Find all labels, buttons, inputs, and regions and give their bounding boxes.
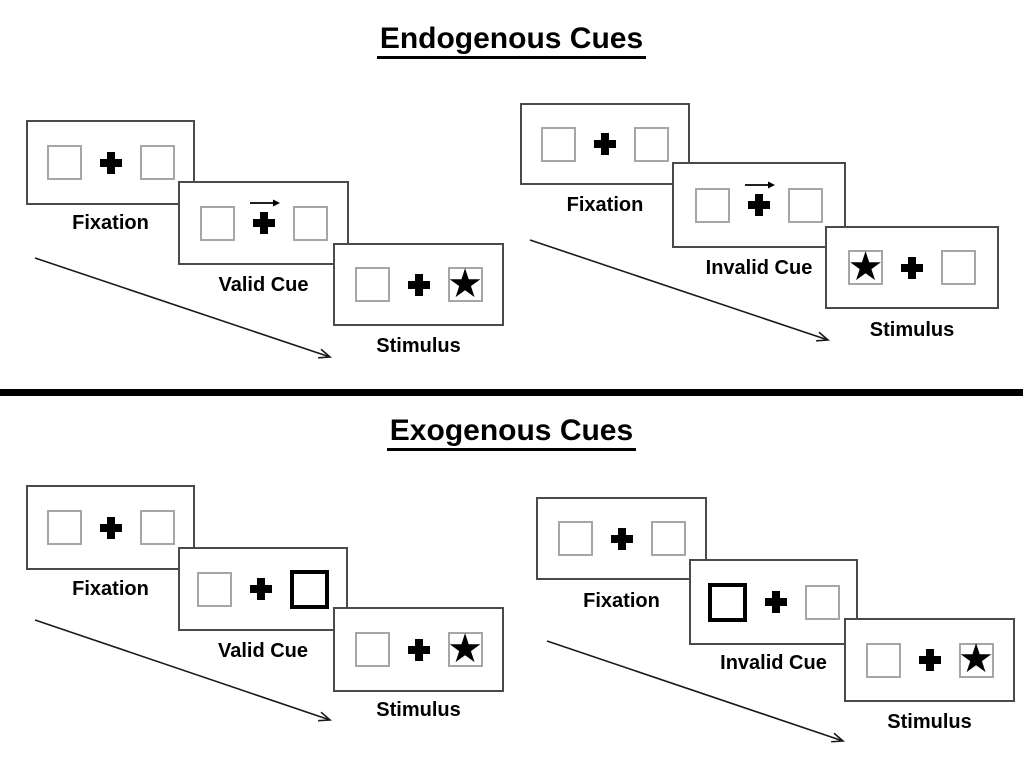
plus-icon bbox=[99, 151, 122, 174]
invalid-cue-label: Invalid Cue bbox=[705, 257, 813, 279]
right-box-with-star: ★ bbox=[447, 260, 483, 307]
left-box-highlighted-cue bbox=[707, 582, 747, 622]
fixation-cross-icon bbox=[594, 133, 616, 155]
plus-icon bbox=[748, 194, 770, 216]
stimulus-label: Stimulus bbox=[376, 335, 461, 357]
fixation-cross-icon bbox=[250, 578, 272, 600]
right-box-with-star: ★ bbox=[447, 625, 483, 672]
plus-icon bbox=[250, 578, 272, 600]
fixation-panel bbox=[26, 485, 195, 570]
fixation-panel bbox=[26, 120, 195, 205]
star-target-icon: ★ bbox=[447, 260, 483, 307]
right-box bbox=[139, 510, 175, 545]
left-box-with-star: ★ bbox=[847, 243, 884, 290]
fixation-panel bbox=[536, 497, 707, 580]
section-divider bbox=[0, 389, 1023, 396]
plus-icon bbox=[99, 516, 122, 539]
left-box bbox=[865, 642, 901, 678]
invalid-cue-label: Invalid Cue bbox=[720, 652, 827, 674]
cue-arrow-right-icon bbox=[249, 199, 280, 207]
valid-cue-panel bbox=[178, 181, 349, 265]
progression-arrow-endogenous-invalid bbox=[529, 239, 831, 342]
fixation-cross-icon bbox=[99, 151, 122, 174]
plus-icon bbox=[764, 591, 787, 613]
star-target-icon: ★ bbox=[847, 243, 884, 290]
fixation-cross-icon bbox=[99, 516, 122, 539]
left-box bbox=[46, 145, 82, 180]
left-box bbox=[197, 571, 232, 607]
stimulus-panel: ★ bbox=[825, 226, 999, 309]
stimulus-label: Stimulus bbox=[376, 699, 461, 721]
right-box bbox=[292, 205, 328, 241]
plus-icon bbox=[594, 133, 616, 155]
plus-icon bbox=[407, 638, 430, 661]
fixation-label: Fixation bbox=[72, 212, 149, 234]
right-box bbox=[139, 145, 175, 180]
invalid-cue-panel bbox=[689, 559, 858, 645]
stimulus-panel: ★ bbox=[333, 607, 504, 692]
invalid-cue-panel bbox=[672, 162, 846, 248]
exogenous-section-title: Exogenous Cues bbox=[0, 414, 1023, 451]
left-box bbox=[695, 187, 730, 223]
progression-arrow-exogenous-valid bbox=[34, 619, 333, 722]
fixation-label: Fixation bbox=[72, 578, 149, 600]
right-box-highlighted-cue bbox=[290, 569, 329, 609]
plus-icon bbox=[901, 256, 923, 279]
plus-icon bbox=[252, 212, 275, 234]
stimulus-label: Stimulus bbox=[869, 319, 955, 341]
right-box bbox=[804, 584, 840, 620]
right-box-with-star: ★ bbox=[958, 639, 994, 679]
fixation-cross-icon bbox=[764, 591, 787, 613]
exogenous-title-text: Exogenous Cues bbox=[386, 414, 637, 451]
valid-cue-label: Valid Cue bbox=[217, 640, 309, 662]
left-box bbox=[541, 126, 576, 162]
right-box bbox=[788, 187, 823, 223]
stimulus-panel: ★ bbox=[844, 618, 1015, 702]
endogenous-title-text: Endogenous Cues bbox=[376, 22, 647, 59]
fixation-label: Fixation bbox=[583, 590, 660, 612]
star-target-icon: ★ bbox=[447, 625, 483, 672]
valid-cue-label: Valid Cue bbox=[218, 274, 309, 296]
valid-cue-panel bbox=[178, 547, 348, 631]
left-box bbox=[46, 510, 82, 545]
right-box bbox=[634, 126, 669, 162]
cue-arrow-right-icon bbox=[745, 181, 775, 189]
plus-icon bbox=[610, 527, 633, 550]
endogenous-section-title: Endogenous Cues bbox=[0, 22, 1023, 59]
stimulus-panel: ★ bbox=[333, 243, 504, 326]
right-box bbox=[941, 250, 976, 285]
star-target-icon: ★ bbox=[958, 636, 994, 682]
left-box bbox=[354, 632, 390, 667]
fixation-cross-icon bbox=[407, 273, 430, 296]
fixation-cross-icon bbox=[901, 256, 923, 279]
right-box bbox=[650, 521, 686, 556]
left-box bbox=[557, 521, 593, 556]
stimulus-label: Stimulus bbox=[887, 711, 972, 733]
fixation-panel bbox=[520, 103, 690, 185]
fixation-cross-icon bbox=[918, 649, 941, 671]
progression-arrow-endogenous-valid bbox=[34, 257, 333, 359]
left-box bbox=[199, 205, 235, 241]
plus-icon bbox=[407, 273, 430, 296]
fixation-cross-icon bbox=[249, 199, 280, 234]
fixation-cross-icon bbox=[610, 527, 633, 550]
plus-icon bbox=[918, 649, 941, 671]
fixation-cross-icon bbox=[407, 638, 430, 661]
fixation-cross-icon bbox=[745, 181, 775, 216]
fixation-label: Fixation bbox=[566, 194, 644, 216]
left-box bbox=[354, 267, 390, 302]
